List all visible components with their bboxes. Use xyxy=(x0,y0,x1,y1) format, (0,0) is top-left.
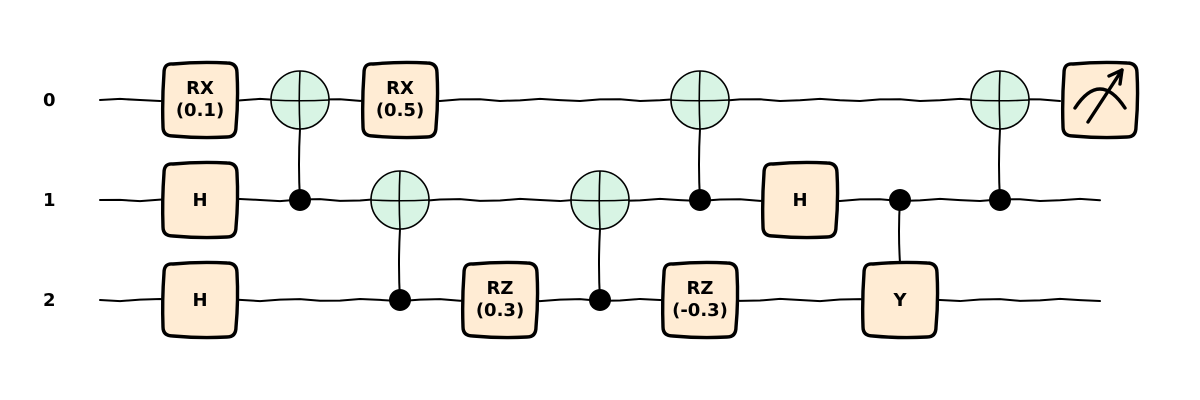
cnot-target-icon xyxy=(270,70,330,130)
gate-parameter: (0.5) xyxy=(376,100,424,121)
gate-label: H xyxy=(192,190,207,211)
gate-box xyxy=(160,260,240,340)
gate-name: RX xyxy=(386,78,414,99)
gate-label: H xyxy=(792,190,807,211)
wire-labels: 0 1 2 xyxy=(43,90,56,311)
op-gate: RX(0.1) xyxy=(160,60,240,140)
control-dot xyxy=(689,189,711,211)
op-measure xyxy=(1060,60,1140,140)
wire-0 xyxy=(99,97,1061,103)
gate-name: RZ xyxy=(487,278,514,299)
gate-label: Y xyxy=(892,290,907,311)
op-cnot xyxy=(370,170,430,311)
op-gate: RX(0.5) xyxy=(360,60,440,140)
gate-box xyxy=(160,60,240,140)
control-dot xyxy=(389,289,411,311)
gate-parameter: (0.3) xyxy=(476,300,524,321)
gate-label: RZ(-0.3) xyxy=(672,278,728,321)
control-dot xyxy=(989,189,1011,211)
gate-box xyxy=(160,160,240,240)
wire-label-2: 2 xyxy=(43,290,56,311)
gate-box xyxy=(860,260,940,340)
gate-name: RX xyxy=(186,78,214,99)
cnot-target-icon xyxy=(370,170,430,230)
op-gate: H xyxy=(760,160,840,240)
control-dot xyxy=(289,189,311,211)
gate-parameter: (-0.3) xyxy=(672,300,728,321)
measurement-meter-icon xyxy=(1060,60,1140,140)
op-controlled-gate: Y xyxy=(860,189,940,340)
op-gate: RZ(-0.3) xyxy=(660,260,740,340)
cnot-target-icon xyxy=(670,70,730,130)
gate-box xyxy=(760,160,840,240)
gate-label: RZ(0.3) xyxy=(476,278,524,321)
cnot-target-icon xyxy=(570,170,630,230)
op-cnot xyxy=(570,170,630,311)
gate-name: RZ xyxy=(687,278,714,299)
wire-label-0: 0 xyxy=(43,90,56,111)
op-gate: H xyxy=(160,160,240,240)
control-dot xyxy=(589,289,611,311)
control-dot xyxy=(889,189,911,211)
op-gate: H xyxy=(160,260,240,340)
gate-box xyxy=(360,60,440,140)
measurement-box xyxy=(1060,60,1140,140)
gate-box xyxy=(460,260,540,340)
gate-label: RX(0.5) xyxy=(376,78,424,121)
cnot-target-icon xyxy=(970,70,1030,130)
wire-label-1: 1 xyxy=(43,190,56,211)
op-gate: RZ(0.3) xyxy=(460,260,540,340)
op-cnot xyxy=(670,70,730,211)
gate-label: H xyxy=(192,290,207,311)
gate-box xyxy=(660,260,740,340)
gate-parameter: (0.1) xyxy=(176,100,224,121)
op-cnot xyxy=(970,70,1030,211)
op-cnot xyxy=(270,70,330,211)
gate-label: RX(0.1) xyxy=(176,78,224,121)
